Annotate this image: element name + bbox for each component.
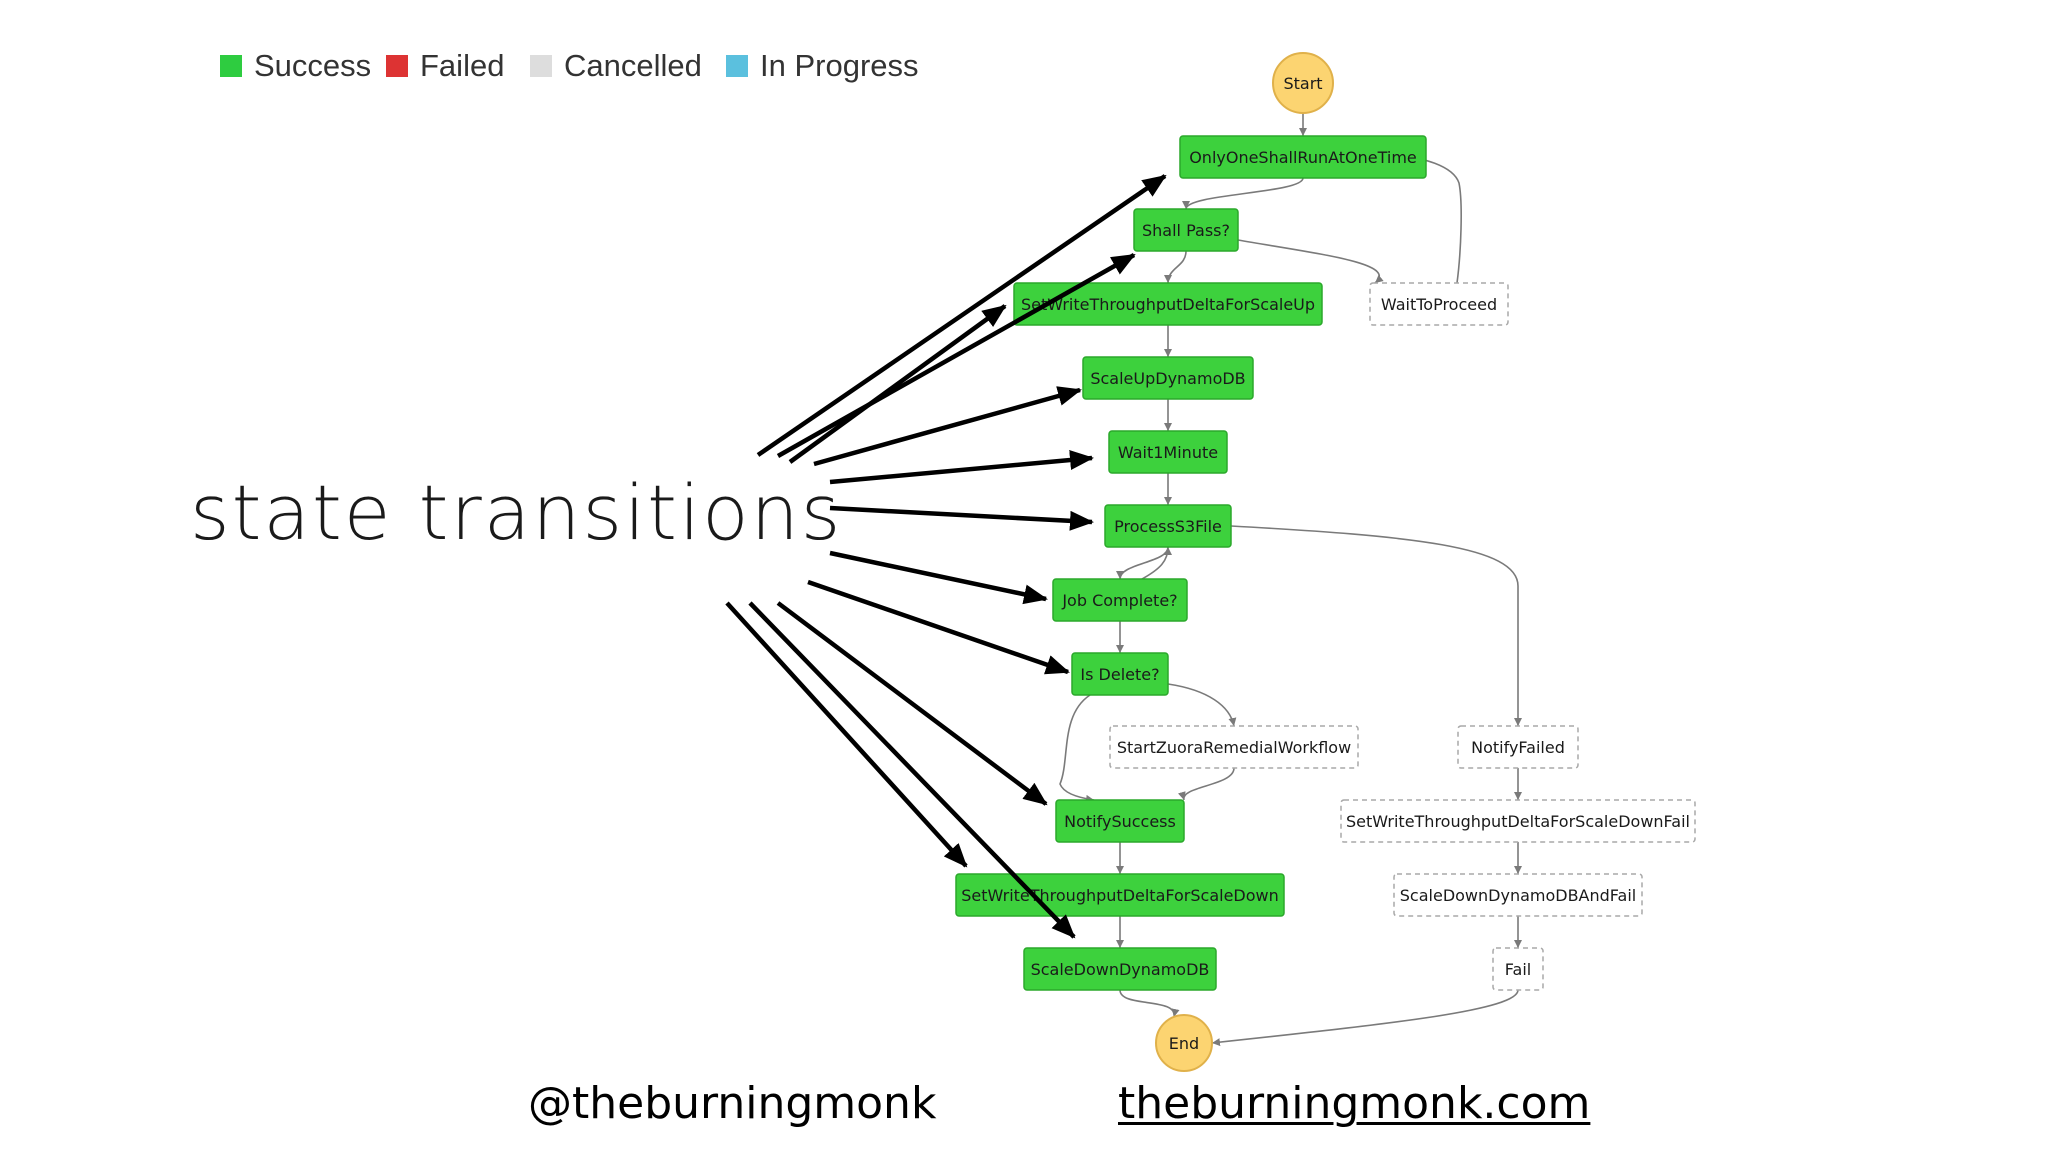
state-end-label: End [1169, 1034, 1199, 1053]
state-start-label: Start [1283, 74, 1322, 93]
legend-swatch-in-progress [726, 55, 748, 77]
state-setscaledownfail[interactable]: SetWriteThroughputDeltaForScaleDownFail [1340, 799, 1696, 843]
state-onlyone-label: OnlyOneShallRunAtOneTime [1189, 148, 1417, 167]
footer-handle: @theburningmonk [528, 1078, 937, 1129]
legend-label-failed: Failed [420, 48, 505, 83]
pointer-arrow-to-scaleup [813, 386, 1082, 467]
state-scaleup-label: ScaleUpDynamoDB [1090, 369, 1245, 388]
state-waittoproceed[interactable]: WaitToProceed [1369, 282, 1509, 326]
state-isdelete[interactable]: Is Delete? [1071, 652, 1169, 696]
edge-process-to-notifyfailed [1230, 525, 1522, 726]
state-waittoproceed-shape [1369, 282, 1509, 326]
state-notifyfailed-label: NotifyFailed [1471, 738, 1565, 757]
state-notifysuccess-shape [1055, 799, 1185, 843]
legend-item-failed: Failed [386, 48, 504, 84]
edge-shallpass-to-setscaleup [1164, 250, 1187, 284]
pointer-arrow-to-process [829, 505, 1094, 531]
pointer-arrows-layer [725, 174, 1167, 939]
pointer-arrow-to-setscaledown [725, 601, 968, 868]
pointer-arrow-to-notifysuccess [776, 601, 1048, 806]
state-isdelete-shape [1071, 652, 1169, 696]
edge-isdelete-to-startzuora [1167, 683, 1237, 727]
state-start-shape [1272, 52, 1334, 114]
state-jobcomplete[interactable]: Job Complete? [1052, 578, 1188, 622]
state-wait1-shape [1108, 430, 1228, 474]
state-shallpass-label: Shall Pass? [1142, 221, 1230, 240]
state-scaleup-shape [1082, 356, 1254, 400]
state-setscaledownfail-shape [1340, 799, 1696, 843]
state-notifyfailed[interactable]: NotifyFailed [1457, 725, 1579, 769]
pointer-arrow-to-shallpass [776, 253, 1136, 458]
state-scaleup[interactable]: ScaleUpDynamoDB [1082, 356, 1254, 400]
state-jobcomplete-label: Job Complete? [1061, 591, 1177, 610]
state-shallpass-shape [1133, 208, 1239, 252]
state-onlyone-shape [1179, 135, 1427, 179]
state-setscaledown[interactable]: SetWriteThroughputDeltaForScaleDown [955, 873, 1285, 917]
state-startzuora[interactable]: StartZuoraRemedialWorkflow [1109, 725, 1359, 769]
edge-onlyone-to-shallpass [1182, 177, 1304, 210]
state-scaledown-label: ScaleDownDynamoDB [1031, 960, 1210, 979]
state-shallpass[interactable]: Shall Pass? [1133, 208, 1239, 252]
pointer-arrow-to-isdelete [807, 579, 1070, 675]
pointer-arrow-to-setscaleup [788, 304, 1007, 464]
state-scaledown-shape [1023, 947, 1217, 991]
state-startzuora-shape [1109, 725, 1359, 769]
edges-layer [1059, 112, 1522, 1047]
state-wait1[interactable]: Wait1Minute [1108, 430, 1228, 474]
state-onlyone[interactable]: OnlyOneShallRunAtOneTime [1179, 135, 1427, 179]
state-notifyfailed-shape [1457, 725, 1579, 769]
state-startzuora-label: StartZuoraRemedialWorkflow [1117, 738, 1351, 757]
legend-swatch-success [220, 55, 242, 77]
state-process-label: ProcessS3File [1114, 517, 1222, 536]
edge-jobcomplete-to-process [1141, 546, 1172, 580]
edge-shallpass-to-waittoproceed [1237, 239, 1384, 284]
edge-fail-to-end [1211, 989, 1519, 1047]
state-notifysuccess-label: NotifySuccess [1064, 812, 1176, 831]
footer-website-link[interactable]: theburningmonk.com [1118, 1078, 1591, 1129]
state-scaledownfail[interactable]: ScaleDownDynamoDBAndFail [1393, 873, 1643, 917]
state-wait1-label: Wait1Minute [1118, 443, 1218, 462]
state-fail-shape [1492, 947, 1544, 991]
state-setscaleup-label: SetWriteThroughputDeltaForScaleUp [1021, 295, 1315, 314]
legend-item-success: Success [220, 48, 371, 84]
state-setscaleup-shape [1013, 282, 1323, 326]
state-process[interactable]: ProcessS3File [1104, 504, 1232, 548]
legend-swatch-failed [386, 55, 408, 77]
state-scaledownfail-label: ScaleDownDynamoDBAndFail [1400, 886, 1636, 905]
state-end-shape [1155, 1014, 1213, 1072]
state-setscaledownfail-label: SetWriteThroughputDeltaForScaleDownFail [1346, 812, 1690, 831]
state-setscaleup[interactable]: SetWriteThroughputDeltaForScaleUp [1013, 282, 1323, 326]
legend-item-in-progress: In Progress [726, 48, 919, 84]
state-isdelete-label: Is Delete? [1080, 665, 1159, 684]
legend-item-cancelled: Cancelled [530, 48, 702, 84]
state-notifysuccess[interactable]: NotifySuccess [1055, 799, 1185, 843]
state-scaledownfail-shape [1393, 873, 1643, 917]
legend-swatch-cancelled [530, 55, 552, 77]
legend-label-cancelled: Cancelled [564, 48, 702, 83]
state-waittoproceed-label: WaitToProceed [1381, 295, 1497, 314]
state-fail[interactable]: Fail [1492, 947, 1544, 991]
state-start[interactable]: Start [1272, 52, 1334, 114]
edge-startzuora-to-notifysuccess [1177, 767, 1235, 801]
legend-label-success: Success [254, 48, 372, 83]
state-transitions-label: state transitions [190, 468, 843, 557]
edge-process-to-jobcomplete [1116, 546, 1169, 580]
pointer-arrow-to-scaledown [748, 601, 1076, 939]
state-jobcomplete-shape [1052, 578, 1188, 622]
pointer-arrow-to-onlyone [756, 174, 1167, 457]
state-setscaledown-shape [955, 873, 1285, 917]
state-scaledown[interactable]: ScaleDownDynamoDB [1023, 947, 1217, 991]
state-end[interactable]: End [1155, 1014, 1213, 1072]
pointer-arrow-to-wait1 [829, 450, 1094, 485]
edge-isdelete-to-notifysuccess [1059, 694, 1095, 803]
state-process-shape [1104, 504, 1232, 548]
legend-label-in-progress: In Progress [760, 48, 919, 83]
state-setscaledown-label: SetWriteThroughputDeltaForScaleDown [961, 886, 1279, 905]
state-fail-label: Fail [1505, 960, 1531, 979]
edge-scaledown-to-end [1119, 989, 1180, 1018]
pointer-arrow-to-jobcomplete [829, 550, 1048, 605]
